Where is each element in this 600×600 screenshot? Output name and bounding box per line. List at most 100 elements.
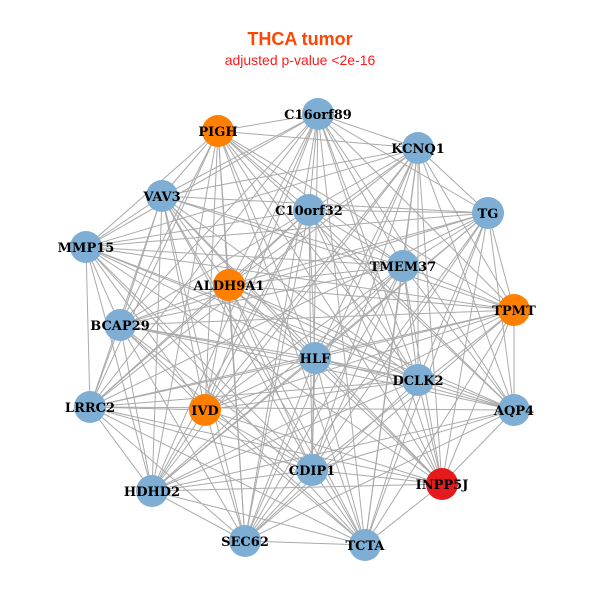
edge-C10orf32-BCAP29 — [119, 209, 310, 326]
node-circle — [387, 250, 419, 282]
edge-ALDH9A1-AQP4 — [228, 284, 515, 411]
node-circle — [426, 468, 458, 500]
edge-VAV3-TMEM37 — [161, 195, 404, 267]
node-label: LRRC2 — [65, 401, 115, 416]
edge-DCLK2-TCTA — [364, 379, 419, 546]
node-label: KCNQ1 — [391, 142, 445, 157]
node-label: PIGH — [198, 125, 237, 140]
edge-TMEM37-SEC62 — [244, 265, 404, 542]
edge-DCLK2-INPP5J — [417, 379, 443, 485]
node-label: CDIP1 — [289, 464, 336, 479]
node-circle — [213, 269, 245, 301]
node-circle — [296, 454, 328, 486]
edge-ALDH9A1-IVD — [204, 284, 230, 411]
edge-LRRC2-HDHD2 — [89, 406, 153, 492]
node-circle — [74, 391, 106, 423]
node-label: AQP4 — [493, 404, 534, 419]
node-aldh9a1: ALDH9A1 — [193, 269, 265, 301]
edge-LRRC2-AQP4 — [89, 406, 515, 411]
edge-LRRC2-INPP5J — [89, 406, 443, 485]
node-circle — [136, 475, 168, 507]
edge-TMEM37-IVD — [204, 265, 404, 411]
edge-HLF-DCLK2 — [314, 357, 419, 381]
edge-KCNQ1-LRRC2 — [89, 147, 419, 408]
node-circle — [498, 394, 530, 426]
edge-TMEM37-TPMT — [402, 265, 515, 311]
edge-PIGH-LRRC2 — [89, 130, 219, 408]
edge-KCNQ1-C10orf32 — [308, 147, 419, 211]
node-label: BCAP29 — [90, 319, 150, 334]
node-vav3: VAV3 — [142, 180, 181, 212]
edge-C16orf89-SEC62 — [244, 113, 319, 542]
edge-C16orf89-KCNQ1 — [317, 113, 419, 149]
edge-MMP15-AQP4 — [85, 246, 515, 411]
edge-AQP4-INPP5J — [441, 409, 515, 485]
edge-PIGH-BCAP29 — [119, 130, 219, 326]
edge-PIGH-INPP5J — [217, 130, 443, 485]
node-circle — [498, 294, 530, 326]
node-circle — [472, 197, 504, 229]
node-label: TCTA — [345, 539, 385, 554]
edge-ALDH9A1-BCAP29 — [119, 284, 230, 326]
edge-TG-TPMT — [487, 212, 515, 311]
edge-PIGH-KCNQ1 — [217, 130, 419, 149]
node-label: INPP5J — [416, 478, 469, 493]
edge-TPMT-INPP5J — [441, 309, 515, 485]
node-c16orf89: C16orf89 — [284, 98, 352, 130]
edge-TPMT-HDHD2 — [151, 309, 515, 492]
node-label: ALDH9A1 — [193, 279, 265, 294]
edge-BCAP29-IVD — [119, 324, 206, 411]
node-circle — [293, 194, 325, 226]
node-tcta: TCTA — [345, 529, 385, 561]
edge-C16orf89-VAV3 — [161, 113, 319, 197]
node-dclk2: DCLK2 — [392, 364, 444, 396]
node-hlf: HLF — [299, 342, 331, 374]
node-label: HDHD2 — [124, 485, 180, 500]
edge-IVD-CDIP1 — [204, 409, 313, 471]
edge-DCLK2-LRRC2 — [89, 379, 419, 408]
edge-LRRC2-TCTA — [89, 406, 366, 546]
node-label: C16orf89 — [284, 108, 352, 123]
edge-BCAP29-TCTA — [119, 324, 366, 546]
node-label: MMP15 — [58, 241, 115, 256]
edge-C16orf89-TCTA — [317, 113, 366, 546]
node-ivd: IVD — [189, 394, 221, 426]
edge-TMEM37-HLF — [314, 265, 404, 359]
edge-CDIP1-SEC62 — [244, 469, 313, 542]
edge-TG-SEC62 — [244, 212, 489, 542]
edge-TMEM37-TCTA — [364, 265, 404, 546]
node-circle — [349, 529, 381, 561]
edge-MMP15-TPMT — [85, 246, 515, 311]
edge-ALDH9A1-LRRC2 — [89, 284, 230, 408]
edge-TG-CDIP1 — [311, 212, 489, 471]
edge-AQP4-HDHD2 — [151, 409, 515, 492]
figure-title: THCA tumor — [247, 29, 353, 49]
edge-HLF-CDIP1 — [311, 357, 316, 471]
edge-PIGH-IVD — [204, 130, 219, 411]
node-c10orf32: C10orf32 — [275, 194, 343, 226]
edge-ALDH9A1-TCTA — [228, 284, 366, 546]
node-tmem37: TMEM37 — [370, 250, 436, 282]
edge-C16orf89-PIGH — [217, 113, 319, 132]
edge-PIGH-TPMT — [217, 130, 515, 311]
node-lrrc2: LRRC2 — [65, 391, 115, 423]
edge-KCNQ1-INPP5J — [417, 147, 443, 485]
node-tg: TG — [472, 197, 504, 229]
node-hdhd2: HDHD2 — [124, 475, 180, 507]
edge-C16orf89-BCAP29 — [119, 113, 319, 326]
edge-MMP15-IVD — [85, 246, 206, 411]
edge-C10orf32-CDIP1 — [308, 209, 313, 471]
edge-C10orf32-TG — [308, 209, 489, 214]
edge-HLF-HDHD2 — [151, 357, 316, 492]
edge-TMEM37-BCAP29 — [119, 265, 404, 326]
edge-MMP15-CDIP1 — [85, 246, 313, 471]
node-mmp15: MMP15 — [58, 231, 115, 263]
edge-ALDH9A1-HLF — [228, 284, 316, 359]
edge-KCNQ1-HLF — [314, 147, 419, 359]
node-label: VAV3 — [142, 190, 180, 205]
edge-ALDH9A1-INPP5J — [228, 284, 443, 485]
node-label: TMEM37 — [370, 260, 436, 275]
